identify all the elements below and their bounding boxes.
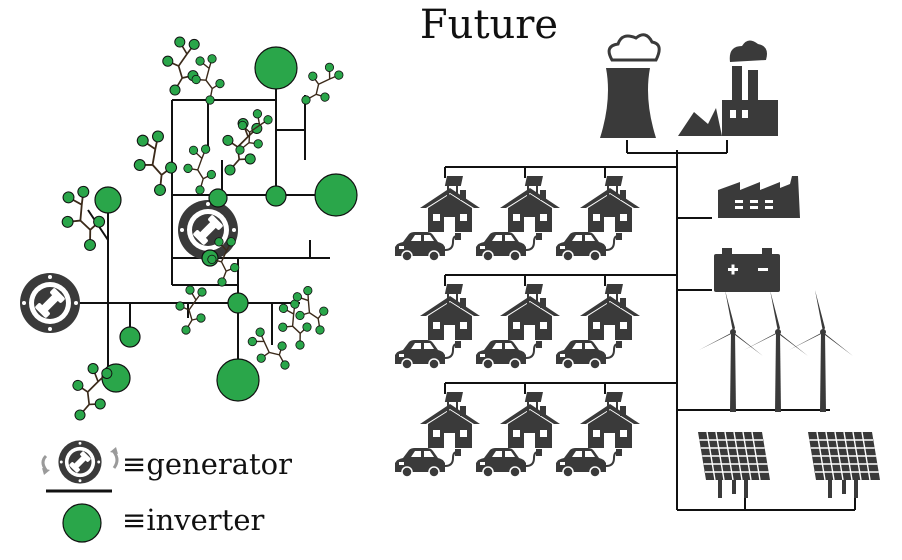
legend-generator-label: ≡generator [122, 447, 292, 481]
equiv-symbol: ≡ [122, 447, 147, 481]
inverter-icon [119, 326, 141, 348]
electric-car-icon [394, 447, 462, 478]
leaf-cluster-icon [175, 285, 207, 335]
house-with-solar-panel-icon [499, 283, 561, 341]
house-with-solar-panel-icon [579, 391, 641, 449]
inverter-icon [265, 185, 287, 207]
electric-car-icon [555, 339, 623, 370]
leaf-cluster-icon [283, 282, 339, 341]
generator-icon [20, 273, 80, 333]
feeder-row [394, 283, 641, 370]
legend-generator [41, 440, 119, 493]
house-with-solar-panel-icon [499, 391, 561, 449]
diagram-title: Future [419, 2, 559, 48]
inverter-icon [208, 188, 228, 208]
legend-label: inverter [146, 503, 265, 537]
electric-car-icon [555, 231, 623, 262]
inverter-icon [314, 173, 358, 217]
leaf-cluster-icon [178, 141, 222, 198]
electric-car-icon [394, 231, 462, 262]
house-with-solar-panel-icon [419, 175, 481, 233]
feeder-row [394, 391, 641, 478]
house-with-solar-panel-icon [419, 283, 481, 341]
inverter-icon [254, 46, 298, 90]
house-with-solar-panel-icon [579, 175, 641, 233]
leaf-cluster-icon [294, 55, 347, 115]
leaf-cluster-icon [122, 125, 188, 202]
future-grid-network [444, 140, 856, 511]
nuclear-cooling-tower-icon [600, 33, 661, 138]
battery-icon [714, 248, 780, 292]
inverter-icon [94, 186, 122, 214]
feeder-row [394, 175, 641, 262]
inverter-icon [227, 292, 249, 314]
solar-panels-icon [697, 431, 881, 499]
leaf-cluster-icon [66, 359, 114, 426]
electric-car-icon [475, 339, 543, 370]
inverter-icon [216, 358, 260, 402]
equiv-symbol: ≡ [122, 503, 147, 537]
legend-label: generator [146, 447, 293, 481]
factory-smokestack-icon [678, 40, 778, 136]
wind-turbines-icon [699, 290, 853, 412]
electric-car-icon [475, 231, 543, 262]
electric-car-icon [475, 447, 543, 478]
legend-inverter-icon [62, 503, 102, 543]
leaf-cluster-icon [268, 295, 321, 355]
industrial-building-icon [718, 176, 800, 218]
electric-car-icon [394, 339, 462, 370]
leaf-cluster-icon [161, 36, 201, 96]
electric-car-icon [555, 447, 623, 478]
house-with-solar-panel-icon [579, 283, 641, 341]
house-with-solar-panel-icon [419, 391, 481, 449]
legend-inverter-label: ≡inverter [122, 503, 264, 537]
house-with-solar-panel-icon [499, 175, 561, 233]
